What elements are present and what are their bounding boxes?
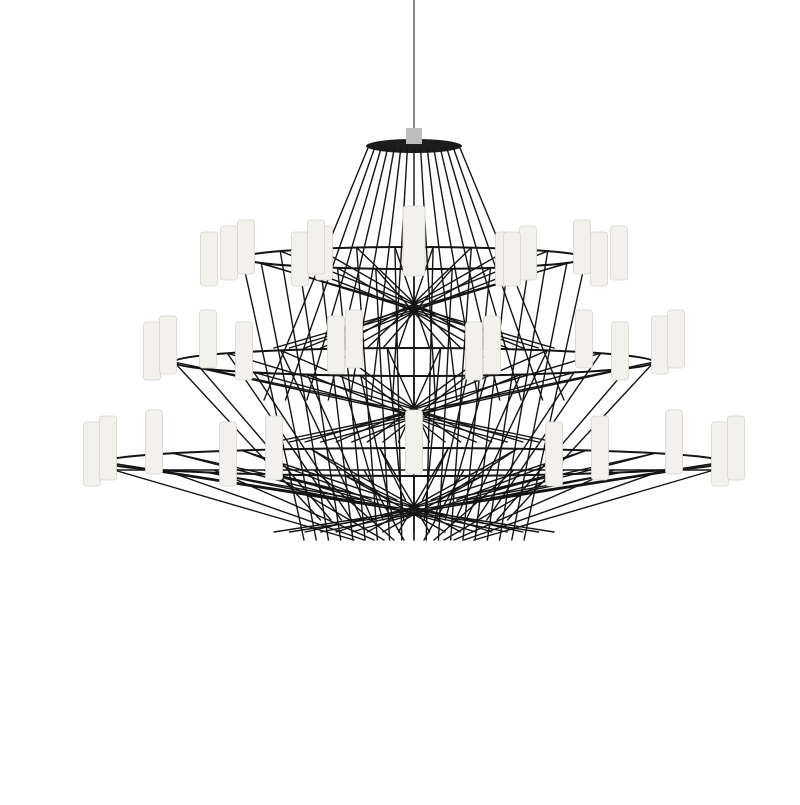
spoke-wire [423, 347, 442, 521]
candle-light [503, 231, 521, 287]
candle-light [327, 315, 345, 375]
cross-wire [335, 349, 549, 443]
lower-wire [113, 469, 355, 541]
spoke-wire [241, 449, 372, 501]
cross-wire [226, 352, 524, 443]
spoke-wire [473, 452, 656, 501]
candle-light [575, 309, 593, 369]
spoke-wire [506, 361, 655, 521]
lower-wire [453, 469, 615, 541]
candle-light [665, 409, 683, 475]
cross-wire [397, 246, 434, 349]
candle-light [235, 321, 253, 381]
cross-wire [317, 248, 493, 349]
candle-light [465, 321, 483, 381]
spoke-wire [344, 474, 398, 501]
cross-wire [359, 374, 446, 443]
cross-wire [366, 246, 473, 349]
cross-wire [355, 246, 462, 349]
candle-light [610, 225, 628, 281]
cross-wire [378, 447, 431, 533]
candle-light [667, 309, 685, 369]
lower-wire [263, 469, 385, 541]
hub-wire [370, 147, 402, 401]
candle-light [83, 421, 101, 487]
candle-light [591, 415, 609, 481]
spoke-wire [386, 347, 405, 521]
lower-wire [363, 469, 405, 541]
lower-wire [463, 469, 665, 541]
candle-light [291, 231, 309, 287]
cross-wire [206, 471, 509, 533]
ceiling-cap [366, 128, 462, 153]
candle-light [219, 421, 237, 487]
hub-wire [446, 147, 522, 401]
cross-wire [394, 246, 431, 349]
candle-light [651, 315, 669, 375]
cross-wire [306, 373, 477, 443]
hub-wire [419, 147, 437, 401]
lower-wire [473, 469, 715, 541]
lower-wire [433, 469, 515, 541]
candle-light [143, 321, 161, 381]
cross-wire [335, 248, 511, 349]
hub-wire [426, 147, 458, 401]
cross-wire [309, 448, 462, 533]
candle-light [220, 225, 238, 281]
lower-wire [423, 469, 465, 541]
lower-wire [443, 469, 565, 541]
spoke-wire [172, 452, 355, 501]
spoke-wire [523, 257, 587, 541]
spoke-wire [421, 447, 450, 501]
candle-light [727, 415, 745, 481]
candle-light [345, 309, 363, 369]
spoke-wire [309, 448, 390, 501]
candle-light [307, 219, 325, 275]
lower-wire [213, 469, 375, 541]
candle-light [159, 315, 177, 375]
cross-wire [344, 474, 446, 533]
lower-wire [163, 469, 365, 541]
candle-light [611, 321, 629, 381]
candle-light [145, 409, 163, 475]
candle-light [265, 415, 283, 481]
candle-light [237, 219, 255, 275]
spoke-wire [241, 257, 305, 541]
spoke-wire [438, 448, 519, 501]
spoke-wire [378, 447, 407, 501]
candle-light [483, 315, 501, 375]
candle-light [590, 231, 608, 287]
candle-light [200, 231, 218, 287]
candle-light [711, 421, 729, 487]
hub-wire [306, 147, 382, 401]
candle-light [99, 415, 117, 481]
spoke-wire [173, 361, 322, 521]
cross-wire [137, 467, 540, 533]
candle-light [402, 205, 426, 277]
candle-light [405, 409, 423, 475]
cross-wire [319, 471, 622, 533]
candle-lights [83, 205, 745, 487]
candle-light [519, 225, 537, 281]
cross-wire [241, 449, 493, 533]
hub-wire [391, 147, 409, 401]
candle-light [573, 219, 591, 275]
candle-light [199, 309, 217, 369]
lower-wire [313, 469, 395, 541]
cross-wire [288, 367, 629, 443]
spoke-wire [456, 449, 587, 501]
cross-wire [382, 374, 469, 443]
candle-light [545, 421, 563, 487]
cross-wire [273, 361, 655, 443]
